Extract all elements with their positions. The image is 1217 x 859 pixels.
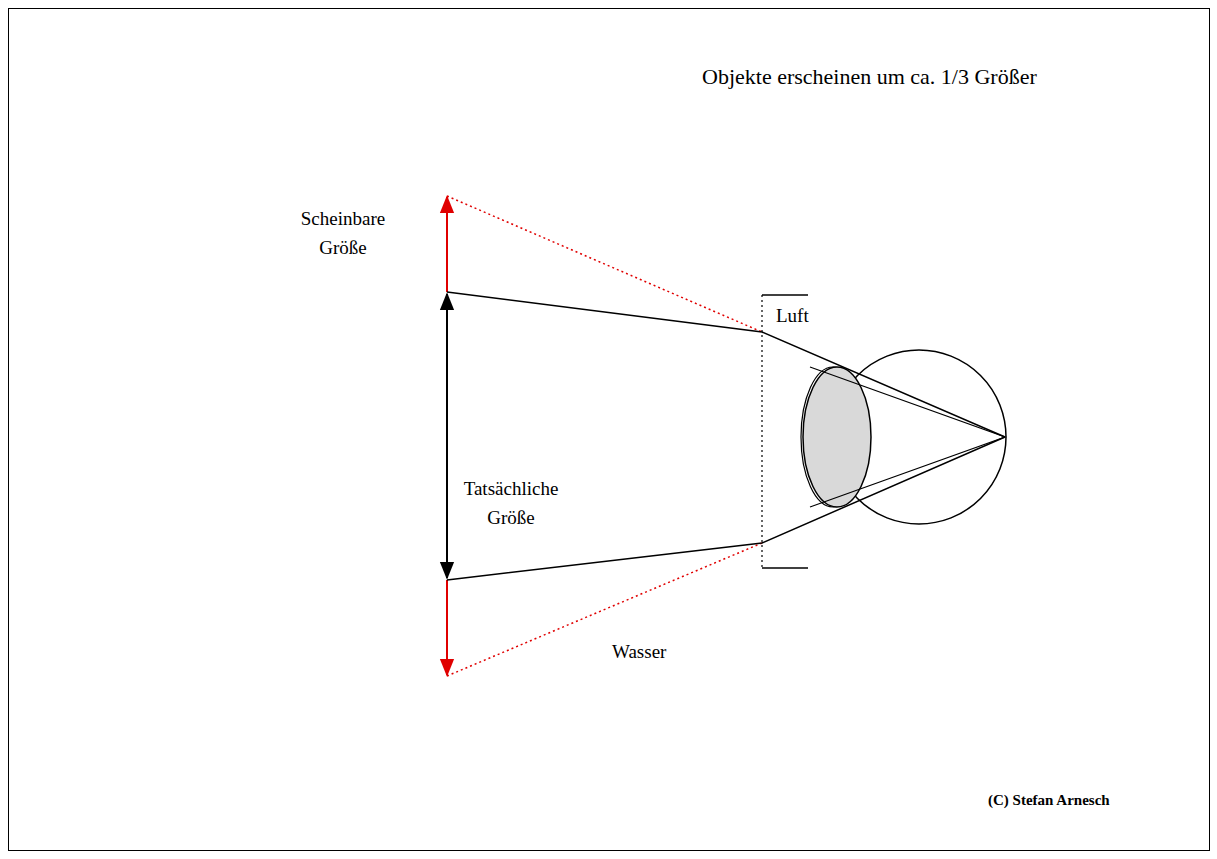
air-label: Luft bbox=[776, 305, 809, 328]
page-frame bbox=[9, 9, 1210, 851]
eye-lens bbox=[803, 367, 871, 507]
apparent-ray bbox=[447, 543, 762, 676]
apparent-size-arrow bbox=[446, 197, 448, 292]
diagram-title: Objekte erscheinen um ca. 1/3 Größer bbox=[702, 64, 1037, 90]
actual-size-arrow bbox=[446, 294, 448, 578]
apparent-size-label: Scheinbare Größe bbox=[288, 204, 398, 262]
light-ray bbox=[447, 437, 1005, 580]
mask-glass bbox=[761, 295, 762, 568]
apparent-size-arrow bbox=[446, 580, 448, 675]
mask-frame bbox=[762, 294, 808, 296]
water-label: Wasser bbox=[612, 641, 666, 664]
copyright-note: (C) Stefan Arnesch bbox=[988, 791, 1110, 809]
actual-size-label: Tatsächliche Größe bbox=[450, 474, 572, 532]
light-ray bbox=[447, 292, 1005, 437]
mask-frame bbox=[762, 567, 808, 569]
light-ray bbox=[810, 367, 1005, 507]
